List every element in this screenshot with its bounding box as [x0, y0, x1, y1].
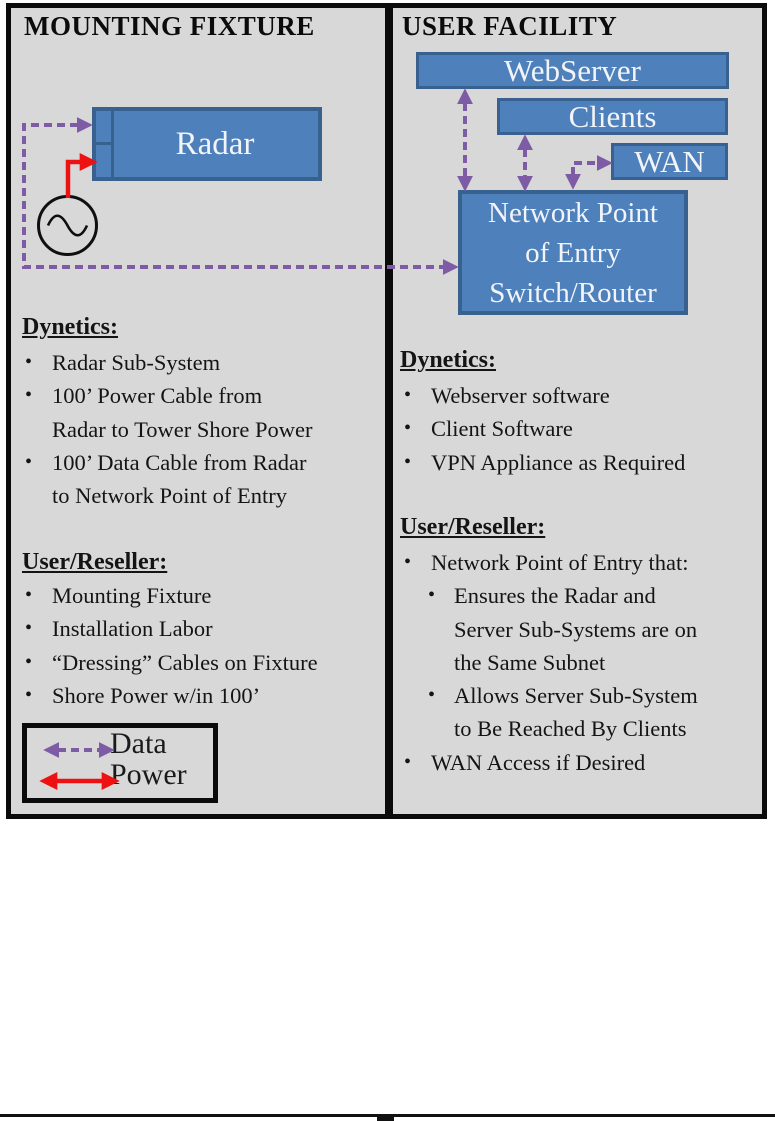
list-item: •100’ Power Cable from: [25, 380, 312, 413]
right-dynetics-list: •Webserver software •Client Software •VP…: [404, 380, 685, 480]
mounting-fixture-title: MOUNTING FIXTURE: [24, 11, 315, 41]
list-item-continuation: •Radar to Tower Shore Power: [52, 416, 313, 442]
list-item: •Client Software: [404, 413, 685, 446]
sub-list-item: •Ensures the Radar and: [404, 580, 698, 613]
bullet-icon: •: [404, 417, 412, 440]
list-item: •WAN Access if Desired: [404, 747, 698, 780]
panel-divider: [385, 3, 393, 819]
sub-list-item-continuation: •the Same Subnet: [454, 649, 606, 675]
legend-power-label: Power: [110, 758, 187, 791]
bullet-icon: •: [404, 750, 412, 773]
bullet-icon: •: [428, 584, 436, 607]
bullet-icon: •: [25, 351, 33, 373]
bullet-icon: •: [25, 384, 33, 407]
right-user-reseller-header: User/Reseller:: [400, 514, 546, 540]
clients-label: Clients: [568, 98, 657, 134]
bullet-icon: •: [428, 684, 436, 707]
wan-box: WAN: [611, 143, 728, 180]
list-item: •Network Point of Entry that:: [404, 547, 698, 580]
list-item: •Mounting Fixture: [25, 580, 318, 613]
bullet-icon: •: [25, 584, 33, 606]
npe-label-line1: Network Point: [488, 196, 658, 229]
bullet-icon: •: [25, 650, 33, 673]
bullet-icon: •: [25, 683, 33, 706]
radar-box: Radar: [92, 107, 322, 181]
ac-power-source-icon: [37, 195, 98, 256]
sine-wave-icon: [46, 214, 89, 237]
user-facility-title: USER FACILITY: [402, 11, 618, 41]
list-item: •Radar Sub-System: [25, 347, 312, 380]
legend-data-label: Data: [110, 727, 167, 760]
left-user-reseller-list: •Mounting Fixture •Installation Labor •“…: [25, 580, 318, 713]
bullet-icon: •: [404, 551, 412, 573]
bullet-icon: •: [25, 617, 33, 640]
network-point-of-entry-box: Network Point of Entry Switch/Router: [458, 190, 688, 315]
list-item: •Shore Power w/in 100’: [25, 680, 318, 713]
radar-label: Radar: [175, 125, 255, 162]
list-item: •Webserver software: [404, 380, 685, 413]
list-item: •VPN Appliance as Required: [404, 447, 685, 480]
list-item: •100’ Data Cable from Radar: [25, 447, 312, 480]
left-dynetics-list: •Radar Sub-System •100’ Power Cable from…: [25, 347, 312, 513]
sub-list-item-continuation: •to Be Reached By Clients: [454, 716, 687, 742]
clients-box: Clients: [497, 98, 728, 135]
left-user-reseller-header: User/Reseller:: [22, 549, 168, 575]
bottom-page-rule-tick: [377, 1114, 394, 1121]
bullet-icon: •: [25, 450, 33, 473]
wan-label: WAN: [634, 143, 705, 179]
list-item-continuation: •to Network Point of Entry: [52, 483, 287, 509]
radar-port-divider: [96, 142, 111, 145]
npe-label-line2: of Entry: [525, 236, 621, 269]
npe-label-line3: Switch/Router: [489, 276, 657, 309]
sub-list-item-continuation: •Server Sub-Systems are on: [454, 616, 698, 642]
list-item: •Installation Labor: [25, 613, 318, 646]
legend-box: [22, 723, 218, 803]
webserver-box: WebServer: [416, 52, 729, 89]
bullet-icon: •: [404, 384, 412, 406]
sub-list-item: •Allows Server Sub-System: [404, 680, 698, 713]
webserver-label: WebServer: [504, 52, 641, 88]
right-dynetics-header: Dynetics:: [400, 347, 496, 373]
right-user-reseller-list: •Network Point of Entry that: •Ensures t…: [404, 547, 698, 780]
left-dynetics-header: Dynetics:: [22, 314, 118, 340]
list-item: •“Dressing” Cables on Fixture: [25, 647, 318, 680]
bullet-icon: •: [404, 450, 412, 473]
